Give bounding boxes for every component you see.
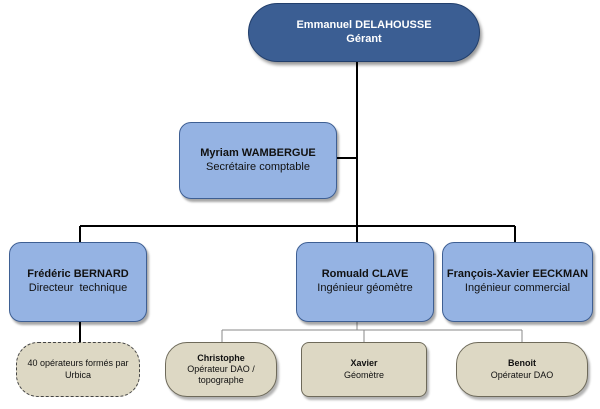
node-secretaire-role: Secrétaire comptable bbox=[206, 160, 310, 173]
node-directeur: Frédéric BERNARD Directeur technique bbox=[9, 242, 147, 322]
node-commercial: François-Xavier EECKMAN Ingénieur commer… bbox=[442, 242, 593, 322]
node-operateurs: 40 opérateurs formés par Urbica bbox=[16, 342, 140, 397]
node-commercial-name: François-Xavier EECKMAN bbox=[446, 268, 589, 281]
node-christophe-role: Opérateur DAO / topographe bbox=[187, 363, 255, 386]
node-directeur-name: Frédéric BERNARD bbox=[27, 268, 129, 281]
node-christophe-name: Christophe bbox=[197, 352, 245, 363]
node-benoit-name: Benoit bbox=[508, 358, 536, 369]
node-benoit-role: Opérateur DAO bbox=[490, 369, 554, 380]
node-xavier-name: Xavier bbox=[350, 358, 378, 369]
node-christophe: Christophe Opérateur DAO / topographe bbox=[165, 342, 277, 397]
node-secretaire-name: Myriam WAMBERGUE bbox=[200, 146, 316, 159]
node-secretaire: Myriam WAMBERGUE Secrétaire comptable bbox=[179, 122, 337, 199]
node-geometre-role: Ingénieur géomètre bbox=[317, 282, 413, 294]
node-directeur-role: Directeur technique bbox=[28, 282, 128, 294]
node-gerant-role: Gérant bbox=[346, 32, 382, 45]
node-gerant-name: Emmanuel DELAHOUSSE bbox=[296, 18, 432, 31]
node-gerant: Emmanuel DELAHOUSSE Gérant bbox=[248, 3, 480, 62]
node-operateurs-text: 40 opérateurs formés par Urbica bbox=[27, 358, 129, 380]
node-benoit: Benoit Opérateur DAO bbox=[456, 342, 588, 397]
node-geometre: Romuald CLAVE Ingénieur géomètre bbox=[296, 242, 434, 322]
node-geometre-name: Romuald CLAVE bbox=[321, 268, 409, 281]
node-xavier: Xavier Géomètre bbox=[301, 342, 427, 397]
node-xavier-role: Géomètre bbox=[343, 369, 385, 380]
node-commercial-role: Ingénieur commercial bbox=[464, 282, 571, 294]
